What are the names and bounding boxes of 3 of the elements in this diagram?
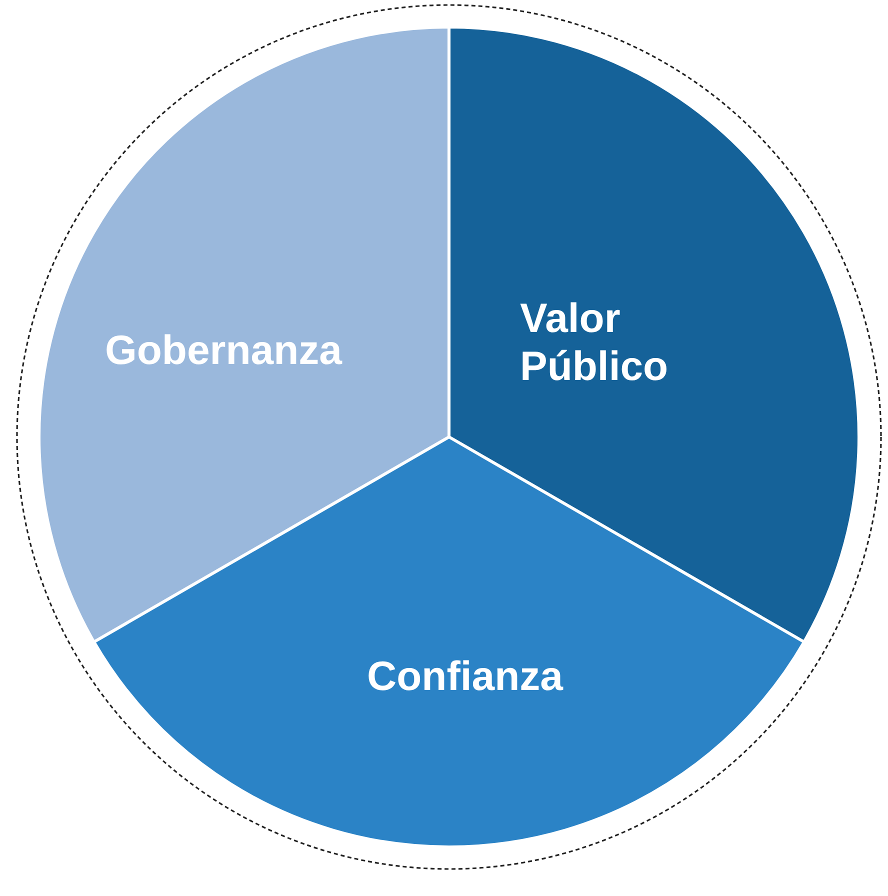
sector-label: Gobernanza [105, 326, 344, 374]
sector-label: Valor Público [520, 294, 670, 390]
sector-label: Confianza [366, 652, 564, 700]
